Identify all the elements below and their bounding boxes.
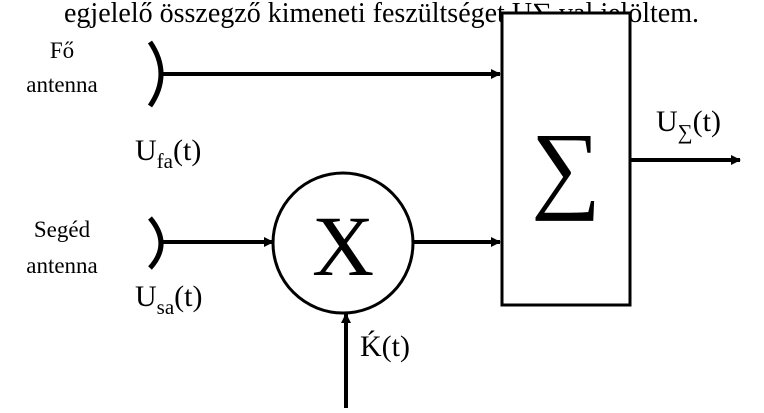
output-signal-base: U: [656, 105, 678, 138]
summer-symbol: ∑: [531, 114, 601, 222]
aux-antenna-label-line2: antenna: [26, 253, 98, 278]
main-signal-base: U: [135, 134, 157, 167]
output-signal-label: U∑(t): [656, 105, 721, 144]
main-antenna-label-line2: antenna: [26, 72, 98, 97]
main-signal-sub: fa: [157, 149, 174, 173]
output-signal-sub: ∑: [678, 120, 693, 144]
aux-antenna-icon: [148, 216, 164, 270]
multiplier-symbol: X: [312, 198, 374, 294]
main-antenna-icon: [147, 40, 164, 108]
aux-signal-sub: sa: [157, 295, 175, 319]
aux-signal-base: U: [135, 280, 157, 313]
output-signal-arg: (t): [693, 105, 721, 138]
aux-signal-arg: (t): [174, 280, 202, 313]
aux-antenna-label-line1: Segéd: [34, 217, 91, 242]
main-signal-arg: (t): [173, 134, 201, 167]
main-antenna-label-line1: Fő: [50, 38, 74, 63]
control-signal-label: Ḱ(t): [360, 330, 410, 363]
main-signal-label: Ufa(t): [135, 134, 201, 173]
aux-signal-label: Usa(t): [135, 280, 203, 319]
